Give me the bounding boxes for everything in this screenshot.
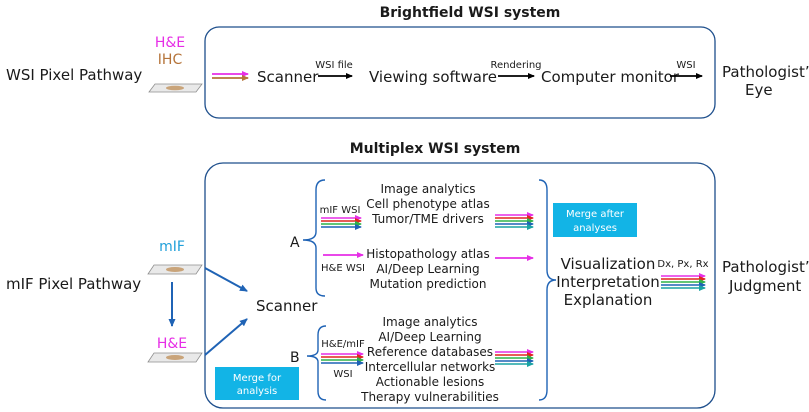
mif-label: mIF <box>159 239 185 255</box>
mif-to-scanner-arrow <box>204 267 248 292</box>
mif-wsi-label: mIF WSI <box>320 205 361 216</box>
a1-item-tumor-tme-drivers: Tumor/TME drivers <box>371 212 484 226</box>
a2-item-ai-deep-learning: AI/Deep Learning <box>376 262 479 276</box>
he-label: H&E <box>157 336 187 352</box>
rendering-label: Rendering <box>490 60 541 71</box>
b-input-arrows <box>321 351 364 366</box>
mif-pixel-pathway-label: mIF Pixel Pathway <box>6 275 141 293</box>
b-output-arrows <box>495 349 534 367</box>
pathologist-eye-line2: Eye <box>745 81 773 99</box>
brightfield-scanner: Scanner <box>257 68 319 86</box>
multiplex-scanner: Scanner <box>256 297 318 315</box>
b-item-image-analytics: Image analytics <box>382 315 477 329</box>
branch-a-label: A <box>290 235 300 251</box>
merge-after-analyses-line1: Merge after <box>566 209 625 220</box>
b-item-ai-deep-learning: AI/Deep Learning <box>378 330 481 344</box>
a1-item-cell-phenotype-atlas: Cell phenotype atlas <box>366 197 489 211</box>
pathologist-judgment-line1: Pathologist’s <box>722 258 809 276</box>
branch-a-brace <box>302 179 326 297</box>
b-item-actionable-lesions: Actionable lesions <box>376 375 485 389</box>
b-item-reference-databases: Reference databases <box>367 345 493 359</box>
stain-he-label: H&E <box>155 35 185 51</box>
a1-item-image-analytics: Image analytics <box>380 182 475 196</box>
merge-for-analysis-box <box>215 367 299 400</box>
brightfield-system-box <box>204 26 716 119</box>
wsi-pixel-pathway-label: WSI Pixel Pathway <box>6 66 142 84</box>
merge-for-analysis-line1: Merge for <box>233 373 282 384</box>
output-visualization: Visualization <box>561 255 656 273</box>
merge-brace <box>538 179 557 401</box>
he-wsi-label: H&E WSI <box>321 263 365 274</box>
wsi-output-label: WSI <box>676 60 695 71</box>
dx-px-rx-label: Dx, Px, Rx <box>657 259 708 270</box>
output-explanation: Explanation <box>564 291 653 309</box>
stain-ihc-label: IHC <box>158 52 183 68</box>
he-slide-icon <box>147 352 203 363</box>
he-mif-wsi-label-line2: WSI <box>333 369 352 380</box>
b-item-therapy-vulnerabilities: Therapy vulnerabilities <box>360 390 499 404</box>
pathologist-judgment-line2: Judgment <box>728 277 801 295</box>
a2-item-mutation-prediction: Mutation prediction <box>369 277 486 291</box>
pathologist-eye-line1: Pathologist’s <box>722 63 809 81</box>
viewing-software: Viewing software <box>369 68 497 86</box>
computer-monitor: Computer monitor <box>541 68 680 86</box>
output-interpretation: Interpretation <box>556 273 660 291</box>
a1-output-arrows <box>495 212 534 230</box>
merge-after-analyses-line2: analyses <box>573 223 617 234</box>
merge-for-analysis-line2: analysis <box>237 386 278 397</box>
branch-b-brace <box>306 325 327 401</box>
mif-wsi-input-arrows <box>321 215 362 230</box>
mif-slide-icon <box>147 264 203 275</box>
output-arrows <box>661 273 706 291</box>
branch-b-label: B <box>290 350 300 366</box>
multiplex-title: Multiplex WSI system <box>350 141 521 157</box>
brightfield-title: Brightfield WSI system <box>380 5 561 21</box>
merge-after-analyses-box <box>553 203 637 237</box>
brightfield-slide-icon <box>148 83 203 93</box>
b-item-intercellular-networks: Intercellular networks <box>365 360 496 374</box>
he-to-scanner-arrow <box>204 318 248 356</box>
wsi-file-label: WSI file <box>315 60 353 71</box>
a2-item-histopathology-atlas: Histopathology atlas <box>366 247 490 261</box>
he-mif-wsi-label-line1: H&E/mIF <box>321 339 365 350</box>
